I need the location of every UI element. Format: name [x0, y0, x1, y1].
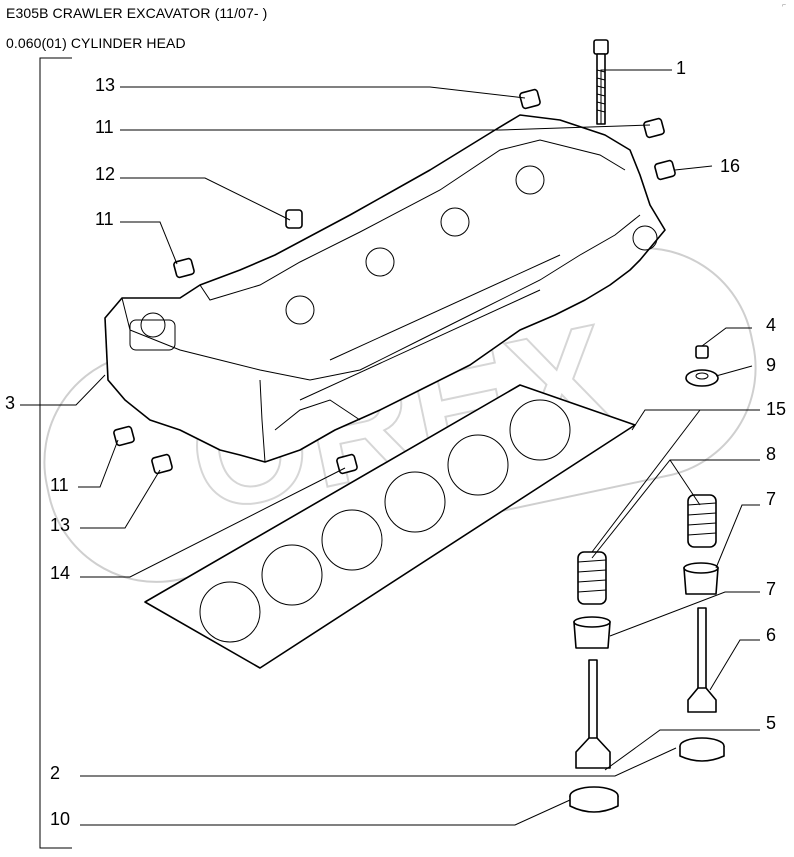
callout-15[interactable]: 15 — [766, 399, 787, 419]
callout-10[interactable]: 10 — [50, 809, 71, 829]
callout-1[interactable]: 1 — [676, 58, 687, 78]
callout-11-top[interactable]: 11 — [95, 117, 114, 137]
callout-16[interactable]: 16 — [720, 156, 741, 176]
cylinder-head — [104, 114, 666, 463]
valve-train-parts — [569, 345, 725, 813]
callout-13-top[interactable]: 13 — [95, 75, 116, 95]
plug-parts — [113, 88, 676, 475]
callout-12[interactable]: 12 — [95, 164, 116, 184]
callout-14[interactable]: 14 — [50, 563, 71, 583]
leader-lines — [20, 69, 760, 826]
callout-7-lower[interactable]: 7 — [766, 579, 777, 599]
callout-6[interactable]: 6 — [766, 625, 777, 645]
callout-2[interactable]: 2 — [50, 763, 61, 783]
callout-5[interactable]: 5 — [766, 713, 777, 733]
callout-8[interactable]: 8 — [766, 444, 777, 464]
callout-11-middle[interactable]: 11 — [95, 209, 114, 229]
corner-mark: ⌐ — [781, 2, 786, 9]
callout-13-bottom[interactable]: 13 — [50, 515, 71, 535]
callout-11-bottom[interactable]: 11 — [50, 475, 69, 495]
callout-7-upper[interactable]: 7 — [766, 489, 777, 509]
callout-4[interactable]: 4 — [766, 315, 777, 335]
section-title: 0.060(01) CYLINDER HEAD — [6, 35, 186, 51]
diagram-title: E305B CRAWLER EXCAVATOR (11/07- ) — [6, 5, 268, 21]
callout-3[interactable]: 3 — [5, 393, 16, 413]
group-bracket — [39, 57, 72, 849]
callout-9[interactable]: 9 — [766, 355, 777, 375]
